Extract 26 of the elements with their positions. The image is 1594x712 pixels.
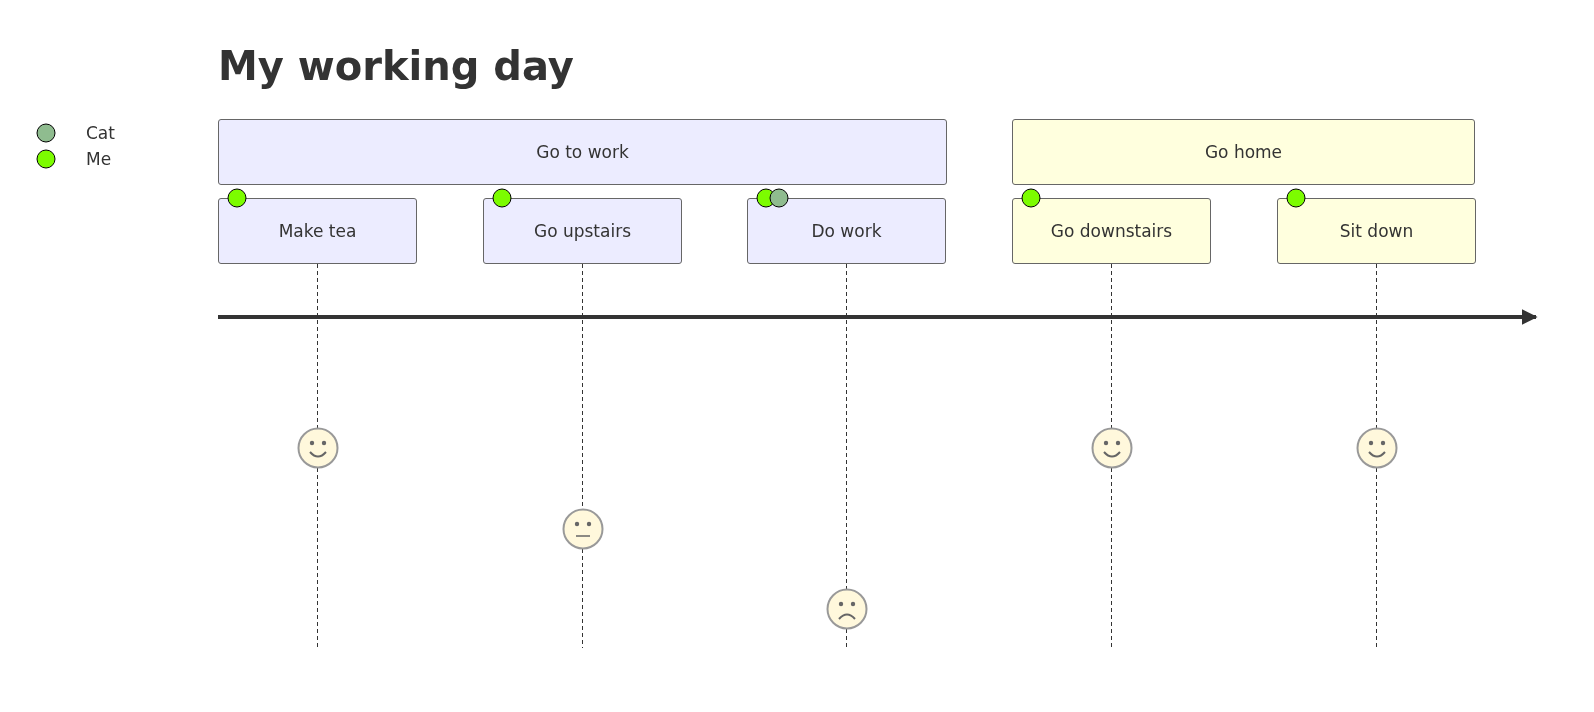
task-box xyxy=(218,198,417,264)
legend-label: Me xyxy=(86,148,112,170)
task-box xyxy=(483,198,682,264)
dashed-line xyxy=(1111,263,1112,429)
task-label: Go home xyxy=(1204,142,1283,162)
task-box xyxy=(1277,198,1476,264)
task-label: Go downstairs xyxy=(1050,221,1173,241)
task-label: Make tea xyxy=(278,221,357,241)
task-label: Sit down xyxy=(1339,221,1414,241)
legend-label: Cat xyxy=(86,122,115,144)
section-box xyxy=(218,119,947,185)
dashed-line xyxy=(317,263,318,429)
section-box xyxy=(1012,119,1475,185)
dashed-line xyxy=(846,263,847,590)
smiling-face-icon xyxy=(297,427,339,469)
dashed-line xyxy=(1376,263,1377,429)
task-label: Do work xyxy=(811,221,882,241)
frowning-face-icon xyxy=(826,588,868,630)
neutral-face-icon xyxy=(562,508,604,550)
task-box xyxy=(1012,198,1211,264)
smiling-face-icon xyxy=(1356,427,1398,469)
task-label: Go upstairs xyxy=(533,221,632,241)
diagram-title: My working day xyxy=(218,42,574,90)
task-label: Go to work xyxy=(536,142,629,162)
task-box xyxy=(747,198,946,264)
smiling-face-icon xyxy=(1091,427,1133,469)
